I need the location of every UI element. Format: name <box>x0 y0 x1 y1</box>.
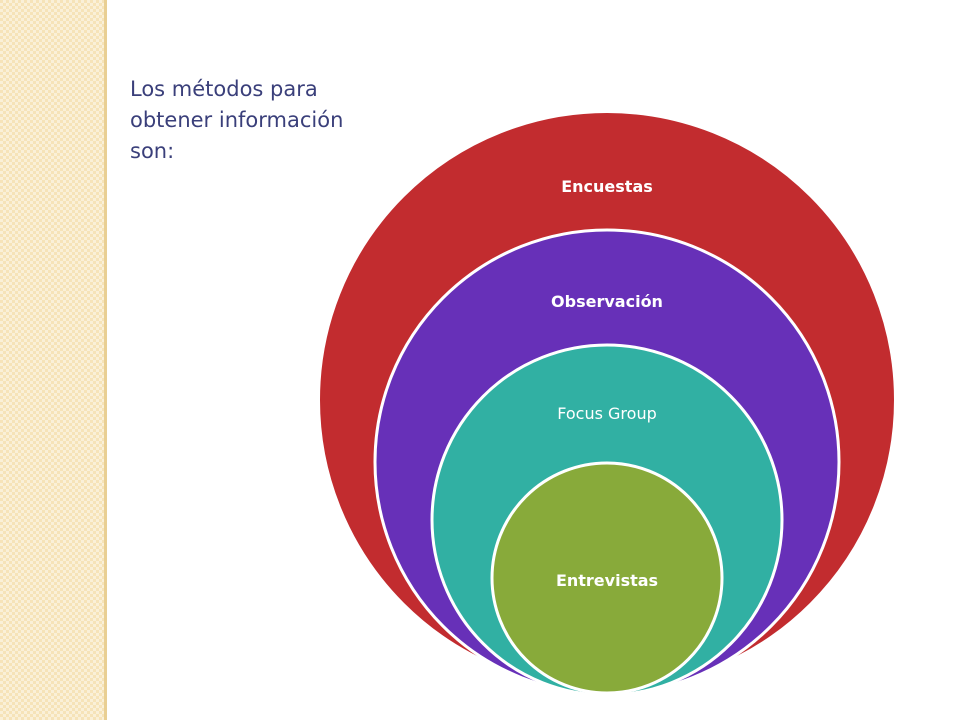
ring-entrevistas <box>490 461 724 695</box>
side-decor-line <box>104 0 107 720</box>
slide-title: Los métodos para obtener información son… <box>130 77 344 163</box>
ring-label-encuestas: Encuestas <box>561 177 653 196</box>
side-decor-strip <box>0 0 104 720</box>
ring-label-focus-group: Focus Group <box>557 404 657 423</box>
ring-label-observacion: Observación <box>551 292 663 311</box>
ring-label-entrevistas: Entrevistas <box>556 571 658 590</box>
